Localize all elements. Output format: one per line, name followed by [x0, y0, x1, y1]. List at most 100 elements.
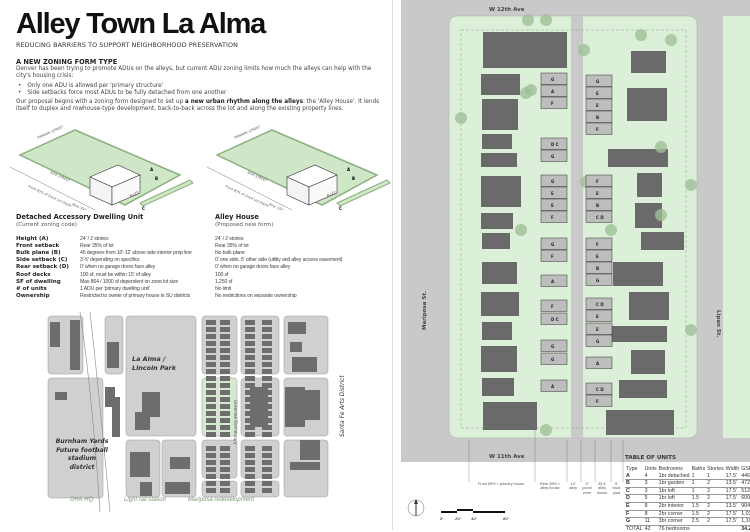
house [631, 51, 666, 73]
house [483, 402, 537, 430]
unit-type-label: G [596, 79, 599, 84]
dimension-marker-b: B [352, 176, 355, 181]
map-building [300, 390, 320, 420]
table-cell: 13.5' [724, 502, 741, 511]
table-cell: D [625, 494, 644, 503]
map-house [262, 446, 272, 451]
comparison-adu: 3'-5' depending on specifics [80, 257, 140, 264]
alley-unit [585, 174, 613, 187]
map-house [245, 376, 255, 381]
unit-type-label: C D [596, 387, 604, 392]
map-house [262, 355, 272, 360]
comparison-alley: Rear 35% of lot [215, 243, 249, 250]
map-house [220, 460, 230, 465]
map-house [220, 348, 230, 353]
house [631, 350, 665, 374]
line: Burnham Yards [55, 438, 109, 445]
map-house [262, 334, 272, 339]
map-building [142, 392, 160, 417]
tree [578, 44, 590, 56]
table-cell: 2 [706, 510, 725, 519]
alley-unit [585, 322, 613, 335]
map-house [206, 397, 216, 402]
comparison-alley: 0' when no garage doors face alley [215, 264, 291, 271]
map-building [165, 482, 190, 494]
comparison-label: Ownership [16, 292, 50, 299]
dimension-marker-b: B [155, 176, 158, 181]
table-cell: G [625, 517, 644, 526]
unit-type-label: G [551, 179, 554, 184]
dimension-lines [468, 420, 624, 482]
house [627, 88, 667, 121]
map-house [262, 404, 272, 409]
unit-type-label: B [596, 266, 599, 271]
table-cell: B [625, 479, 644, 488]
street-label-east: Lipan St. [715, 310, 721, 338]
house [481, 346, 517, 372]
total-cell [724, 524, 741, 532]
map-house [220, 397, 230, 402]
comparison-label: Height (A) [16, 236, 49, 242]
map-house [245, 320, 255, 325]
tree [655, 209, 667, 221]
map-house [262, 383, 272, 388]
unit-type-label: B [596, 203, 599, 208]
comparison-adu: Restricted to owner of primary house in … [80, 292, 191, 299]
map-house [220, 341, 230, 346]
unit-type-label: G [551, 344, 554, 349]
tree [685, 179, 697, 191]
table-cell: 4 [643, 472, 658, 481]
street-label-north: W 12th Ave [489, 7, 525, 13]
table-cell: 5 [643, 494, 658, 503]
comparison-alley: 0' one side, 5' other side (utility and … [215, 257, 343, 264]
house [482, 262, 517, 284]
column-header: Bedrooms [658, 466, 683, 472]
unit-type-label: B [596, 115, 599, 120]
alley-unit [585, 249, 613, 262]
rail-line [79, 312, 101, 512]
unit-type-label: D C [551, 317, 559, 322]
callout-mariposa: Mariposa redevelopment [188, 497, 255, 503]
map-house [220, 481, 230, 486]
map-house [262, 397, 272, 402]
map-building [135, 412, 150, 430]
house [481, 74, 520, 95]
map-house [262, 453, 272, 458]
table-cell: 512 [740, 487, 750, 496]
map-house [245, 418, 255, 423]
unit-type-label: F [596, 399, 599, 404]
map-house [206, 369, 216, 374]
north-arrow [407, 499, 425, 517]
map-building [107, 342, 119, 368]
page-title: Alley Town La Alma [16, 8, 266, 40]
table-cell: 8 [643, 510, 658, 519]
tree [685, 324, 697, 336]
park-label: La Alma / Lincoln Park [132, 355, 176, 372]
total-cell [690, 524, 707, 532]
street-label-west: Mariposa St. [422, 291, 428, 330]
dimension-marker-c: C [142, 206, 145, 210]
map-house [245, 481, 255, 486]
map-house [245, 369, 255, 374]
table-cell: 1 [690, 487, 707, 496]
alley-unit [585, 356, 613, 369]
map-house [220, 327, 230, 332]
house [482, 99, 518, 130]
unit-type-label: G [596, 278, 599, 283]
map-house [245, 327, 255, 332]
map-house [220, 376, 230, 381]
map-house [206, 320, 216, 325]
map-house [220, 474, 230, 479]
map-house [220, 446, 230, 451]
table-cell: C [625, 487, 644, 496]
comparison-alley: No limit [215, 285, 232, 292]
alley-unit [585, 122, 613, 135]
comparison-adu: 24' / 2 stories [80, 236, 109, 242]
column-header: Units [644, 466, 657, 472]
table-cell: 472 [740, 479, 750, 488]
map-house [206, 411, 216, 416]
dimension-line [9, 166, 96, 210]
table-cell: 1br garden [657, 479, 691, 488]
